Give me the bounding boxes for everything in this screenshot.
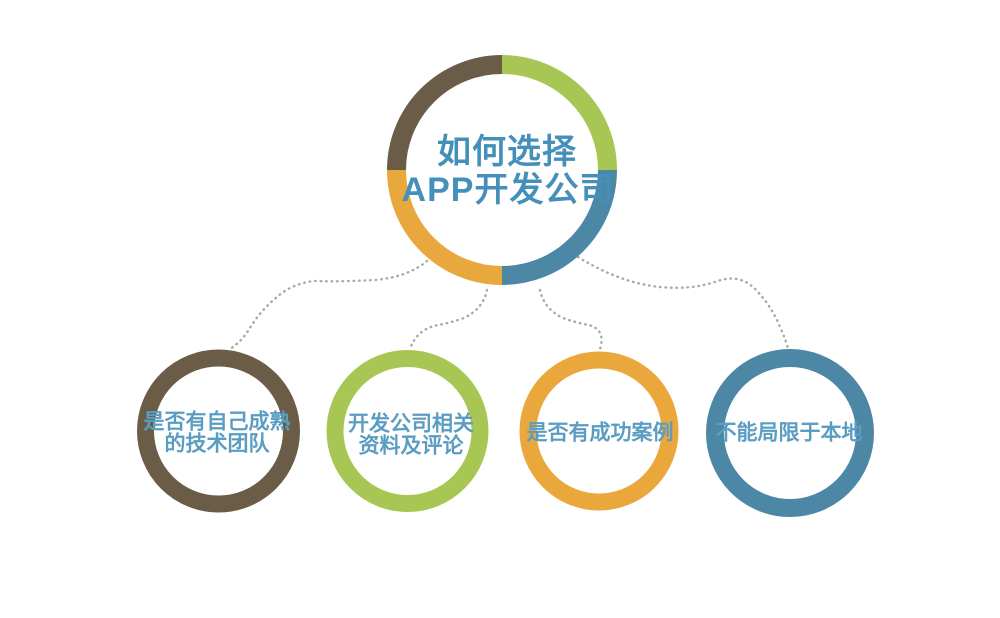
connector-mature-team: [228, 259, 429, 351]
connectors: [228, 255, 790, 351]
center-title-line2: APP开发公司: [402, 171, 615, 209]
node-mature-team: 是否有自己成熟 的技术团队: [137, 349, 300, 513]
node-ring-mature-team: [137, 349, 300, 513]
node-ring-not-local-only: [706, 349, 874, 517]
center-title-line1: 如何选择: [437, 133, 577, 171]
node-mature-team-label-line1: 是否有自己成熟: [144, 410, 291, 434]
node-success-cases-label-line1: 是否有成功案例: [527, 421, 674, 445]
node-success-cases: 是否有成功案例: [519, 351, 679, 511]
node-company-reviews-label-line1: 开发公司相关: [348, 412, 474, 436]
connector-not-local-only: [576, 255, 790, 351]
node-ring-success-cases: [519, 351, 679, 511]
connector-success-cases: [538, 288, 603, 351]
node-ring-company-reviews: [326, 350, 489, 512]
center-ring-segment-top-right: [501, 55, 617, 171]
center-node: 如何选择 APP开发公司: [387, 55, 617, 285]
center-ring-segment-bottom-right: [501, 169, 617, 285]
node-company-reviews-label-line2: 资料及评论: [359, 434, 465, 458]
node-company-reviews: 开发公司相关 资料及评论: [326, 350, 489, 512]
connector-company-reviews: [408, 288, 489, 351]
node-mature-team-label-line2: 的技术团队: [165, 432, 271, 456]
node-not-local-only-label-line1: 不能局限于本地: [716, 421, 863, 445]
center-ring-segment-top-left: [387, 55, 503, 171]
node-not-local-only: 不能局限于本地: [706, 349, 874, 517]
center-ring-segment-bottom-left: [387, 169, 503, 285]
